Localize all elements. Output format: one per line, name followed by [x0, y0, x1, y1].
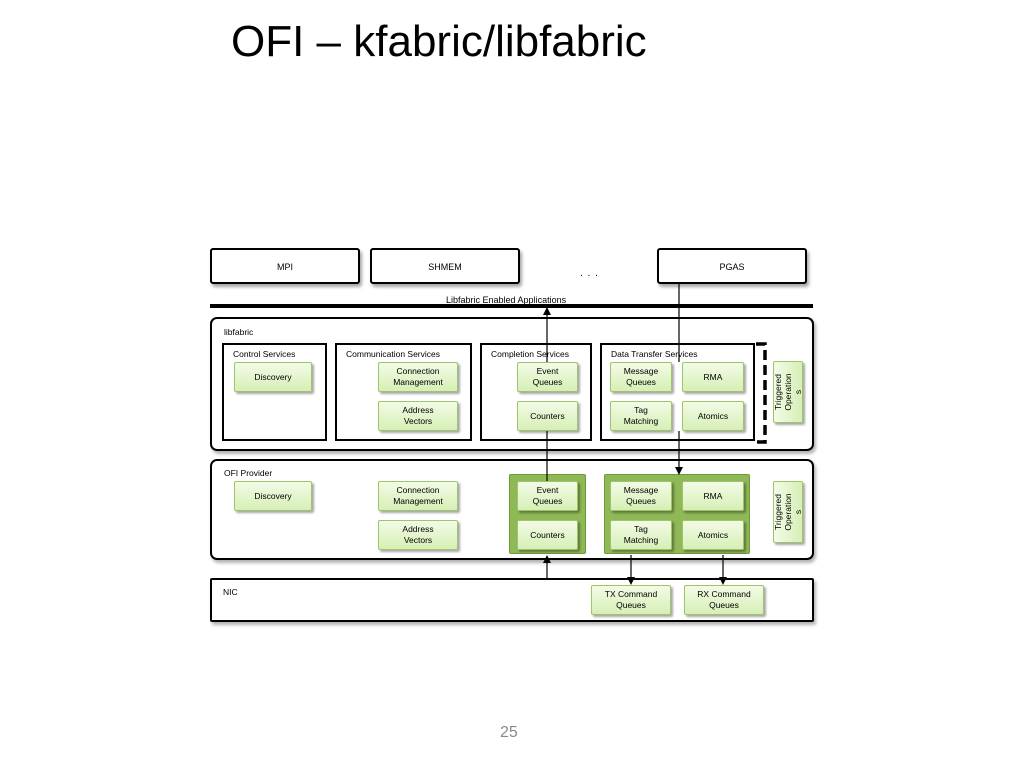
data-transfer-services-label: Data Transfer Services — [611, 349, 698, 359]
control-services-label: Control Services — [233, 349, 296, 359]
slide-title: OFI – kfabric/libfabric — [231, 17, 647, 66]
lf-event-queues: Event Queues — [517, 362, 578, 392]
app-shmem-label: SHMEM — [428, 262, 462, 272]
lf-discovery: Discovery — [234, 362, 312, 392]
app-pgas: PGAS — [657, 248, 807, 284]
ofi-connection-management: Connection Management — [378, 481, 458, 511]
lf-counters: Counters — [517, 401, 578, 431]
lf-atomics: Atomics — [682, 401, 744, 431]
lf-triggered-operations: Triggered Operation s — [773, 361, 803, 423]
ofi-triggered-operations: Triggered Operation s — [773, 481, 803, 543]
lf-connection-management: Connection Management — [378, 362, 458, 392]
app-mpi: MPI — [210, 248, 360, 284]
lf-message-queues: Message Queues — [610, 362, 672, 392]
ofi-rma: RMA — [682, 481, 744, 511]
app-pgas-label: PGAS — [719, 262, 745, 272]
triggered-bracket — [756, 342, 767, 444]
lf-rma: RMA — [682, 362, 744, 392]
nic-rx-command-queues: RX Command Queues — [684, 585, 764, 615]
control-services-group — [222, 343, 327, 441]
ofi-address-vectors: Address Vectors — [378, 520, 458, 550]
ofi-event-queues: Event Queues — [517, 481, 578, 511]
ofi-counters: Counters — [517, 520, 578, 550]
lf-tag-matching: Tag Matching — [610, 401, 672, 431]
app-shmem: SHMEM — [370, 248, 520, 284]
ofi-provider-label: OFI Provider — [224, 468, 273, 478]
nic-label: NIC — [223, 587, 238, 597]
communication-services-label: Communication Services — [346, 349, 441, 359]
lf-address-vectors: Address Vectors — [378, 401, 458, 431]
apps-ellipsis: . . . — [580, 268, 599, 279]
libfabric-layer-label: libfabric — [224, 327, 254, 337]
ofi-message-queues: Message Queues — [610, 481, 672, 511]
apps-layer-label: Libfabric Enabled Applications — [446, 295, 567, 305]
app-mpi-label: MPI — [276, 262, 293, 272]
ofi-atomics: Atomics — [682, 520, 744, 550]
page-number: 25 — [500, 724, 518, 741]
ofi-tag-matching: Tag Matching — [610, 520, 672, 550]
nic-tx-command-queues: TX Command Queues — [591, 585, 671, 615]
completion-services-label: Completion Services — [491, 349, 569, 359]
ofi-discovery: Discovery — [234, 481, 312, 511]
